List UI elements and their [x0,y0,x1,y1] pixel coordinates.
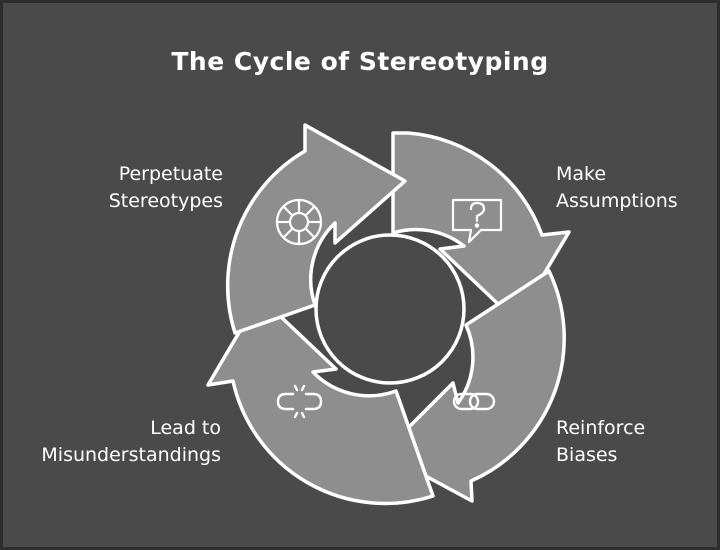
question-bubble-icon [451,198,503,244]
broken-link-icon [276,384,323,419]
step-label-make-assumptions: Make Assumptions [556,161,716,215]
chain-link-icon [452,392,496,411]
step-label-line: Stereotypes [108,190,223,212]
step-label-perpetuate-stereotypes: Perpetuate Stereotypes [63,161,223,215]
step-label-line: Make [556,163,607,185]
cycle-diagram [206,123,571,506]
step-label-reinforce-biases: Reinforce Biases [556,415,716,469]
step-label-misunderstandings: Lead to Misunderstandings [3,415,221,469]
cycle-segments [206,123,571,506]
step-label-line: Biases [556,444,618,466]
step-label-line: Lead to [150,417,221,439]
step-label-line: Reinforce [556,417,646,439]
cycle-hub [314,233,466,385]
step-label-line: Misunderstandings [41,444,221,466]
cycle-ring-icon [275,198,323,246]
step-label-line: Assumptions [556,190,678,212]
segment-reinforce-biases [381,269,566,503]
diagram-title: The Cycle of Stereotyping [171,47,549,76]
step-label-line: Perpetuate [118,163,223,185]
segment-make-assumptions [391,131,571,323]
segment-perpetuate [225,123,407,335]
